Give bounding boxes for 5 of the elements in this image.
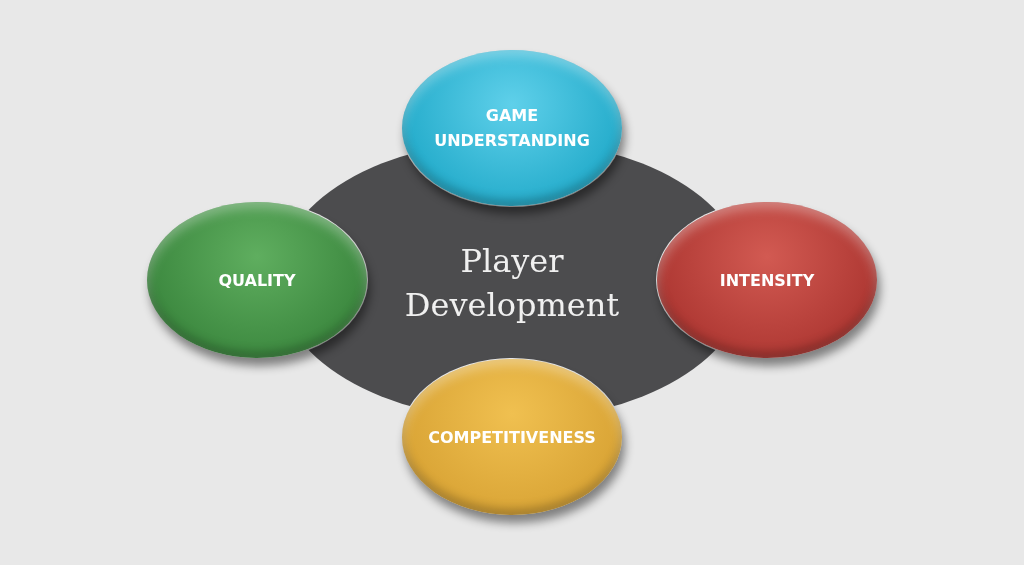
node-label: INTENSITY — [718, 269, 816, 292]
node-label: COMPETITIVENESS — [427, 426, 597, 449]
node-label: Player Development — [403, 240, 621, 326]
node-label: GAME UNDERSTANDING — [433, 105, 591, 152]
node-label: QUALITY — [217, 269, 297, 292]
